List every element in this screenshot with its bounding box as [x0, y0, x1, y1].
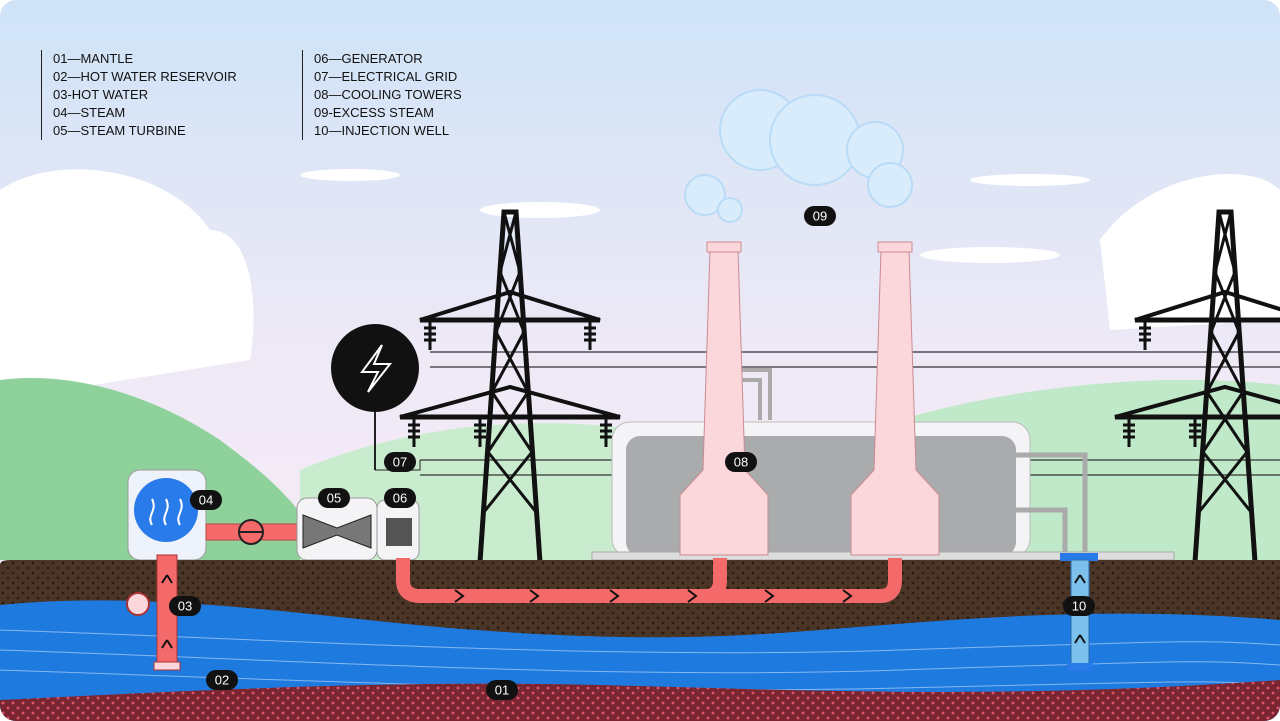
steam-pipe — [205, 519, 301, 545]
legend-item: 06—GENERATOR — [314, 51, 423, 66]
plant-pipes — [1016, 452, 1088, 555]
return-pipe — [396, 558, 902, 603]
steam-icon — [149, 498, 183, 526]
svg-text:06: 06 — [393, 491, 407, 506]
badge-injection-well: 10 — [1063, 596, 1095, 616]
legend-item: 10—INJECTION WELL — [314, 123, 450, 138]
legend-item: 01—MANTLE — [53, 51, 134, 66]
cooling-tower-2 — [850, 241, 940, 556]
cooling-tower-1 — [679, 241, 769, 556]
legend-item: 02—HOT WATER RESERVOIR — [53, 69, 237, 84]
svg-text:08: 08 — [734, 455, 748, 470]
legend-item: 09-EXCESS STEAM — [314, 105, 434, 120]
mantle-layer — [0, 680, 1280, 721]
power-lines — [420, 351, 1280, 476]
legend-item: 05—STEAM TURBINE — [53, 123, 186, 138]
badge-generator: 06 — [384, 488, 416, 508]
badge-grid: 07 — [384, 452, 416, 472]
legend-column-2: 06—GENERATOR 07—ELECTRICAL GRID 08—COOLI… — [302, 50, 462, 140]
svg-text:03: 03 — [178, 599, 192, 614]
svg-text:02: 02 — [215, 673, 229, 688]
svg-text:04: 04 — [199, 493, 213, 508]
production-well — [126, 554, 181, 671]
badge-turbine: 05 — [318, 488, 350, 508]
svg-text:10: 10 — [1072, 599, 1086, 614]
svg-text:05: 05 — [327, 491, 341, 506]
badge-steam: 04 — [190, 490, 222, 510]
legend-item: 04—STEAM — [53, 105, 126, 120]
badge-reservoir: 02 — [206, 670, 238, 690]
badge-excess-steam: 09 — [804, 206, 836, 226]
steam-separator — [127, 469, 207, 561]
legend-column-1: 01—MANTLE 02—HOT WATER RESERVOIR 03-HOT … — [41, 50, 237, 140]
electricity-icon — [331, 324, 421, 471]
svg-text:01: 01 — [495, 683, 509, 698]
legend-item: 07—ELECTRICAL GRID — [314, 69, 458, 84]
pressure-gauge-icon — [126, 592, 150, 616]
green-hill-left — [0, 378, 330, 560]
legend-item: 08—COOLING TOWERS — [314, 87, 462, 102]
badge-cooling-towers: 08 — [725, 452, 757, 472]
generator — [376, 499, 420, 561]
svg-text:07: 07 — [393, 455, 407, 470]
badge-hot-water: 03 — [169, 596, 201, 616]
steam-turbine — [296, 497, 378, 561]
steam-cloud — [684, 89, 913, 223]
badge-mantle: 01 — [486, 680, 518, 700]
svg-text:09: 09 — [813, 209, 827, 224]
legend-item: 03-HOT WATER — [53, 87, 149, 102]
